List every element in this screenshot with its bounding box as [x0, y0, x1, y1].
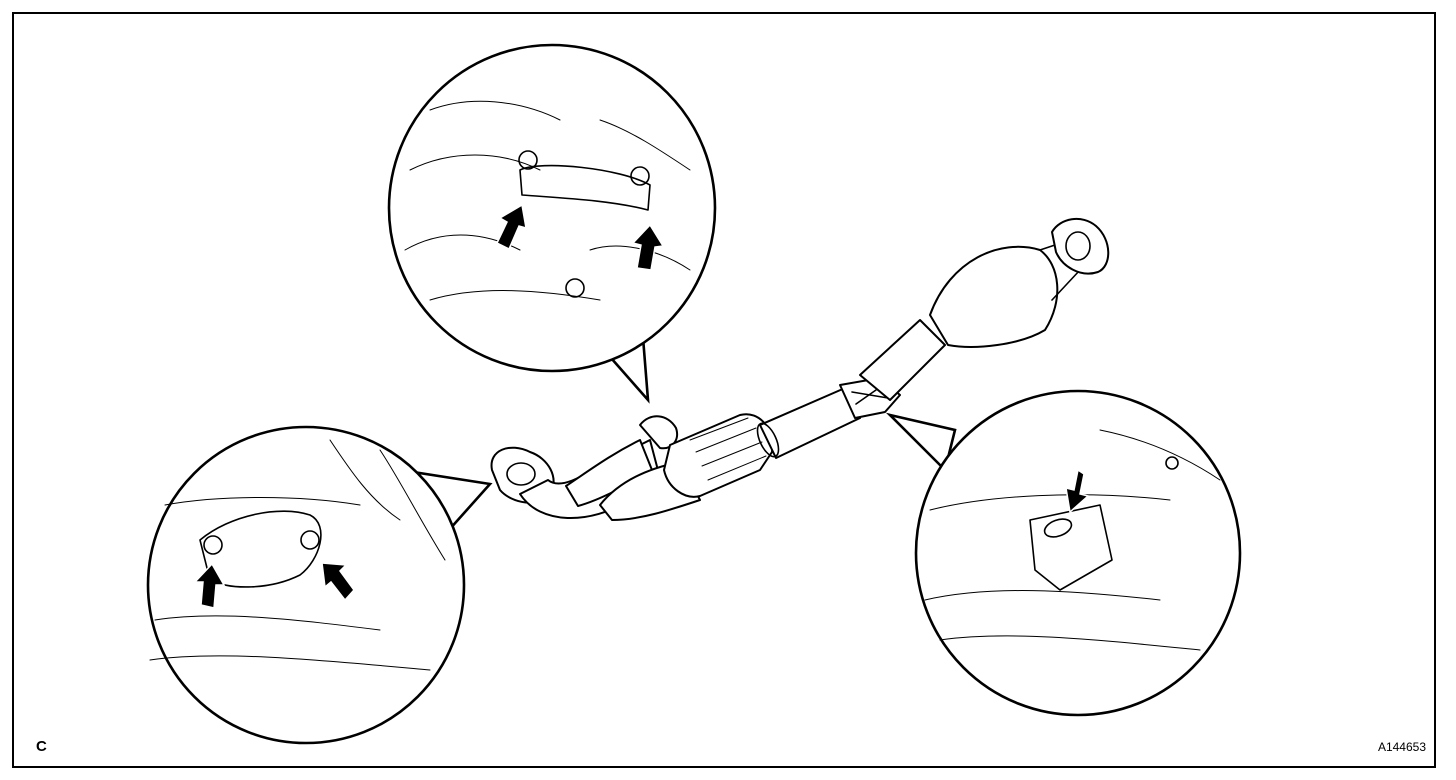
callout-left-circle	[146, 425, 466, 745]
main-catalytic-converter	[929, 245, 1059, 348]
arrow-upper-right	[631, 223, 665, 271]
arrow-left-2	[321, 562, 355, 602]
right-hanger-bracket	[1029, 504, 1113, 591]
callout-right-pointer	[885, 412, 957, 473]
left-underbody-lines	[149, 439, 446, 671]
upper-underbody-lines	[404, 100, 691, 301]
arrow-upper-left	[496, 203, 527, 251]
upper-hole	[565, 278, 585, 298]
figure-id: A144653	[1377, 740, 1426, 754]
sub-catalyst-mesh	[689, 417, 767, 481]
center-pipe-joint	[756, 422, 780, 458]
sub-catalytic-converter	[663, 413, 774, 498]
arrow-right	[1065, 468, 1090, 514]
callout-right	[885, 389, 1242, 717]
exhaust-pipe-assembly	[490, 217, 1110, 521]
rear-flange	[1051, 217, 1110, 275]
upper-nut-right	[630, 166, 650, 186]
upper-manifold-flange	[519, 164, 651, 211]
front-flange-opening	[506, 462, 536, 486]
arrow-left-1	[193, 562, 226, 609]
left-pipe-flange	[199, 510, 322, 588]
right-hanger-rubber	[1043, 518, 1073, 538]
rear-rising-pipe	[859, 319, 946, 401]
center-pipe	[759, 387, 861, 459]
callout-upper	[387, 43, 717, 404]
callout-right-circle	[914, 389, 1242, 717]
left-nut-2	[300, 530, 320, 550]
left-nut-1	[203, 535, 223, 555]
upper-nut-left	[518, 150, 538, 170]
callout-upper-circle	[387, 43, 717, 373]
corner-letter: C	[36, 738, 47, 755]
mid-flange	[639, 415, 678, 450]
bracket-detail	[851, 389, 889, 405]
right-hole	[1165, 456, 1179, 470]
rear-flange-opening	[1065, 231, 1091, 261]
right-underbody-lines	[924, 429, 1221, 651]
callout-left	[146, 425, 493, 745]
